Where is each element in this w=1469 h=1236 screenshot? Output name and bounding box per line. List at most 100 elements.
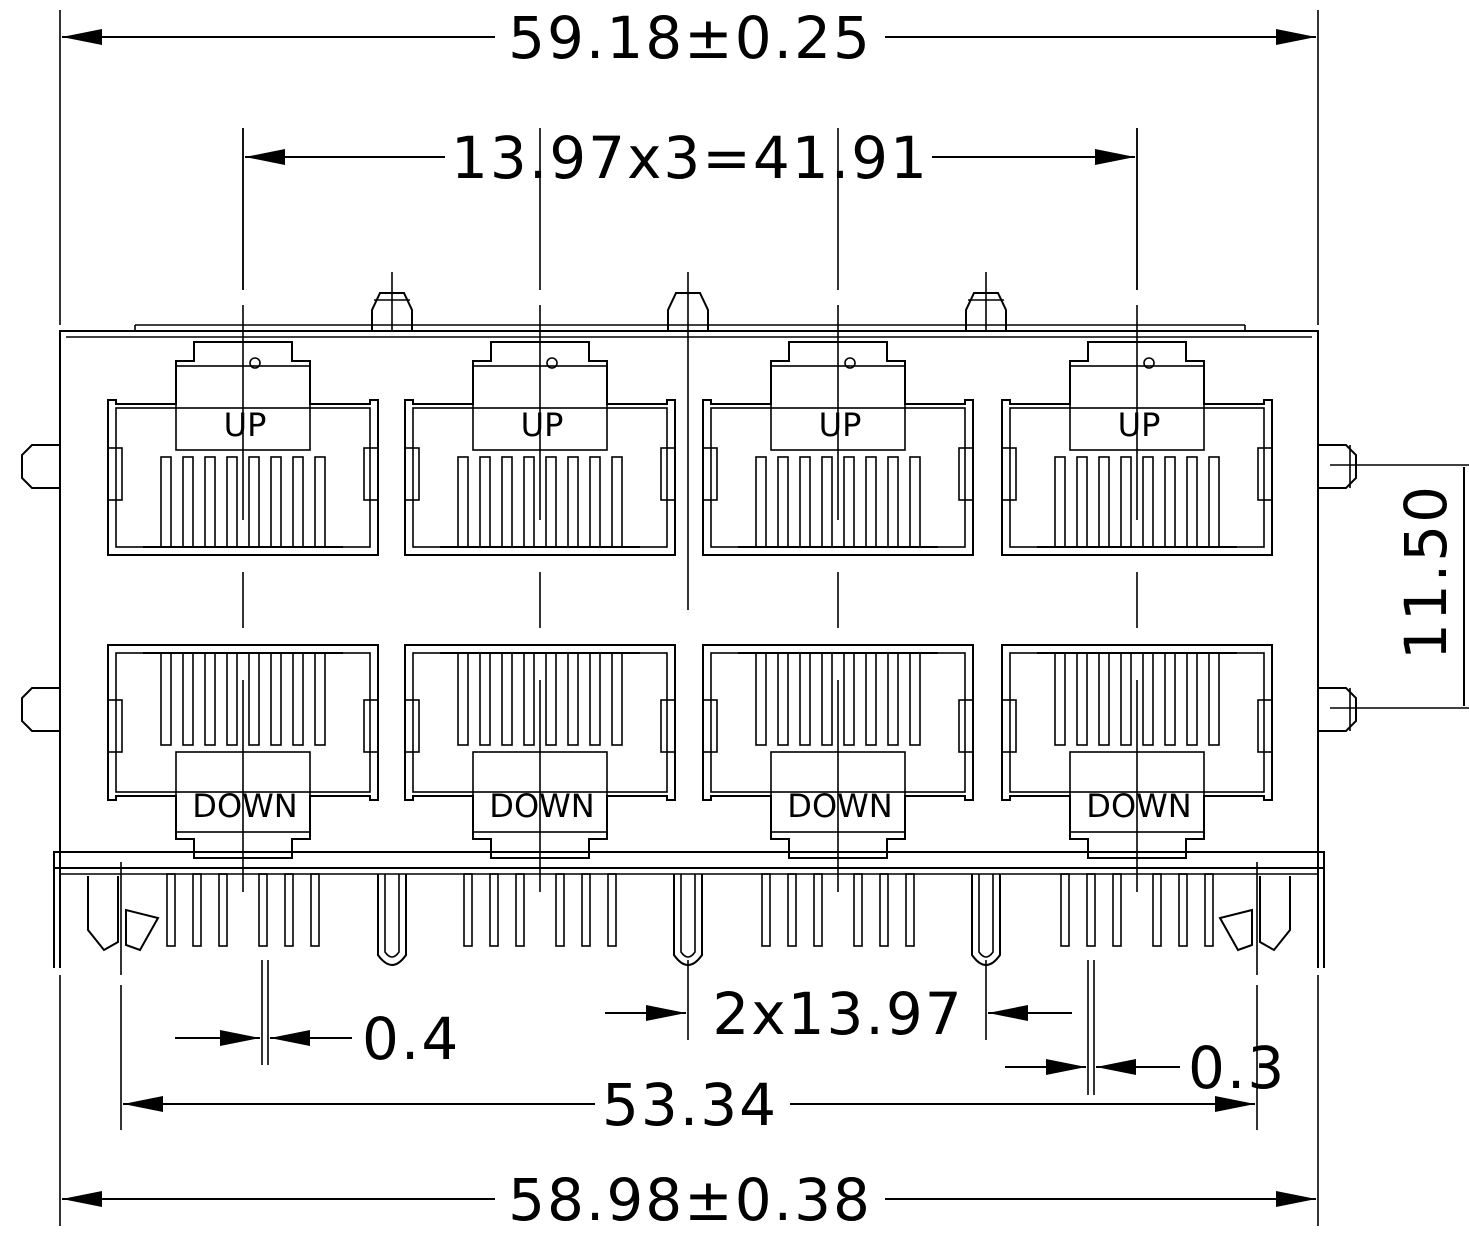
port-up-outline	[107, 341, 379, 556]
board-lock-left	[87, 876, 119, 952]
port-down-outline	[107, 644, 379, 859]
signal-pin	[1204, 873, 1214, 947]
contact	[1208, 652, 1220, 746]
contact	[821, 456, 833, 548]
contact	[909, 456, 921, 548]
contact	[226, 652, 238, 746]
contact	[799, 652, 811, 746]
contact	[479, 652, 491, 746]
contact	[457, 652, 469, 746]
led-hole	[1143, 357, 1155, 369]
signal-pin	[1152, 873, 1162, 947]
signal-pin	[853, 873, 863, 947]
signal-pin	[761, 873, 771, 947]
contact	[865, 456, 877, 548]
port-up-4: UP	[1001, 341, 1273, 556]
pin-group-1	[166, 873, 320, 947]
contact	[589, 652, 601, 746]
contact	[611, 456, 623, 548]
side-tab-left	[404, 447, 420, 501]
port-down-outline	[1001, 644, 1273, 859]
contact	[1186, 652, 1198, 746]
contact	[589, 456, 601, 548]
port-up-label: UP	[521, 406, 564, 444]
pin-group-4	[1060, 873, 1214, 947]
side-tab-right	[958, 447, 974, 501]
contact	[523, 652, 535, 746]
contact	[226, 456, 238, 548]
side-light-pipes	[21, 444, 1357, 732]
contact	[479, 456, 491, 548]
contact	[755, 456, 767, 548]
contact	[160, 456, 172, 548]
port-down-label: DOWN	[1086, 787, 1191, 825]
port-down-label: DOWN	[489, 787, 594, 825]
pin-group-3	[761, 873, 915, 947]
contact	[182, 652, 194, 746]
side-tab-left	[1001, 447, 1017, 501]
signal-pin	[581, 873, 591, 947]
contact	[1076, 652, 1088, 746]
overall-width-top-dimension: 59.18±0.25	[508, 4, 872, 72]
port-up-outline	[1001, 341, 1273, 556]
pin-width-right-dimension: 0.3	[1188, 1034, 1286, 1102]
side-tab-left	[107, 447, 123, 501]
contact	[865, 652, 877, 746]
contact	[292, 652, 304, 746]
side-tab-right	[660, 699, 676, 753]
port-down-label: DOWN	[192, 787, 297, 825]
pin-span-dimension: 53.34	[602, 1071, 778, 1139]
contact	[545, 652, 557, 746]
contact	[1076, 456, 1088, 548]
side-tab-right	[363, 447, 379, 501]
contact	[1054, 456, 1066, 548]
port-down-label: DOWN	[787, 787, 892, 825]
contact	[1142, 652, 1154, 746]
signal-pin	[489, 873, 499, 947]
contact	[204, 456, 216, 548]
ground-post	[971, 874, 1001, 966]
contact	[909, 652, 921, 746]
pin-array	[87, 873, 1291, 966]
port-up-outline	[702, 341, 974, 556]
ground-post	[377, 874, 407, 966]
contact	[501, 456, 513, 548]
pin-group-2	[463, 873, 617, 947]
contact	[843, 456, 855, 548]
contact	[1142, 456, 1154, 548]
ground-post-inner	[680, 874, 696, 958]
port-up-label: UP	[224, 406, 267, 444]
port-pitch-top-dimension: 13.97x3=41.91	[451, 124, 929, 192]
pin-width-left-dimension: 0.4	[362, 1005, 460, 1073]
contact	[523, 456, 535, 548]
board-lock-right	[1259, 876, 1291, 952]
contact	[755, 652, 767, 746]
signal-pin	[258, 873, 268, 947]
port-down-4: DOWN	[1001, 644, 1273, 859]
contact	[160, 652, 172, 746]
contact	[1208, 456, 1220, 548]
contact	[567, 456, 579, 548]
contact	[799, 456, 811, 548]
port-down-3: DOWN	[702, 644, 974, 859]
signal-pin	[607, 873, 617, 947]
signal-pin	[813, 873, 823, 947]
contact	[204, 652, 216, 746]
port-pitch-bottom-dimension: 2x13.97	[712, 980, 963, 1048]
signal-pin	[787, 873, 797, 947]
ground-post-inner	[978, 874, 994, 958]
port-up-2: UP	[404, 341, 676, 556]
signal-pin	[555, 873, 565, 947]
led-hole	[844, 357, 856, 369]
side-tab-right	[958, 699, 974, 753]
signal-pin	[166, 873, 176, 947]
contact	[270, 652, 282, 746]
contact	[1054, 652, 1066, 746]
dimension-lines	[59, 10, 1469, 1226]
port-up-3: UP	[702, 341, 974, 556]
side-tab-right	[1257, 447, 1273, 501]
contact	[314, 456, 326, 548]
port-up-outline	[404, 341, 676, 556]
overall-width-bottom-dimension: 58.98±0.38	[508, 1166, 872, 1234]
contact	[1164, 456, 1176, 548]
